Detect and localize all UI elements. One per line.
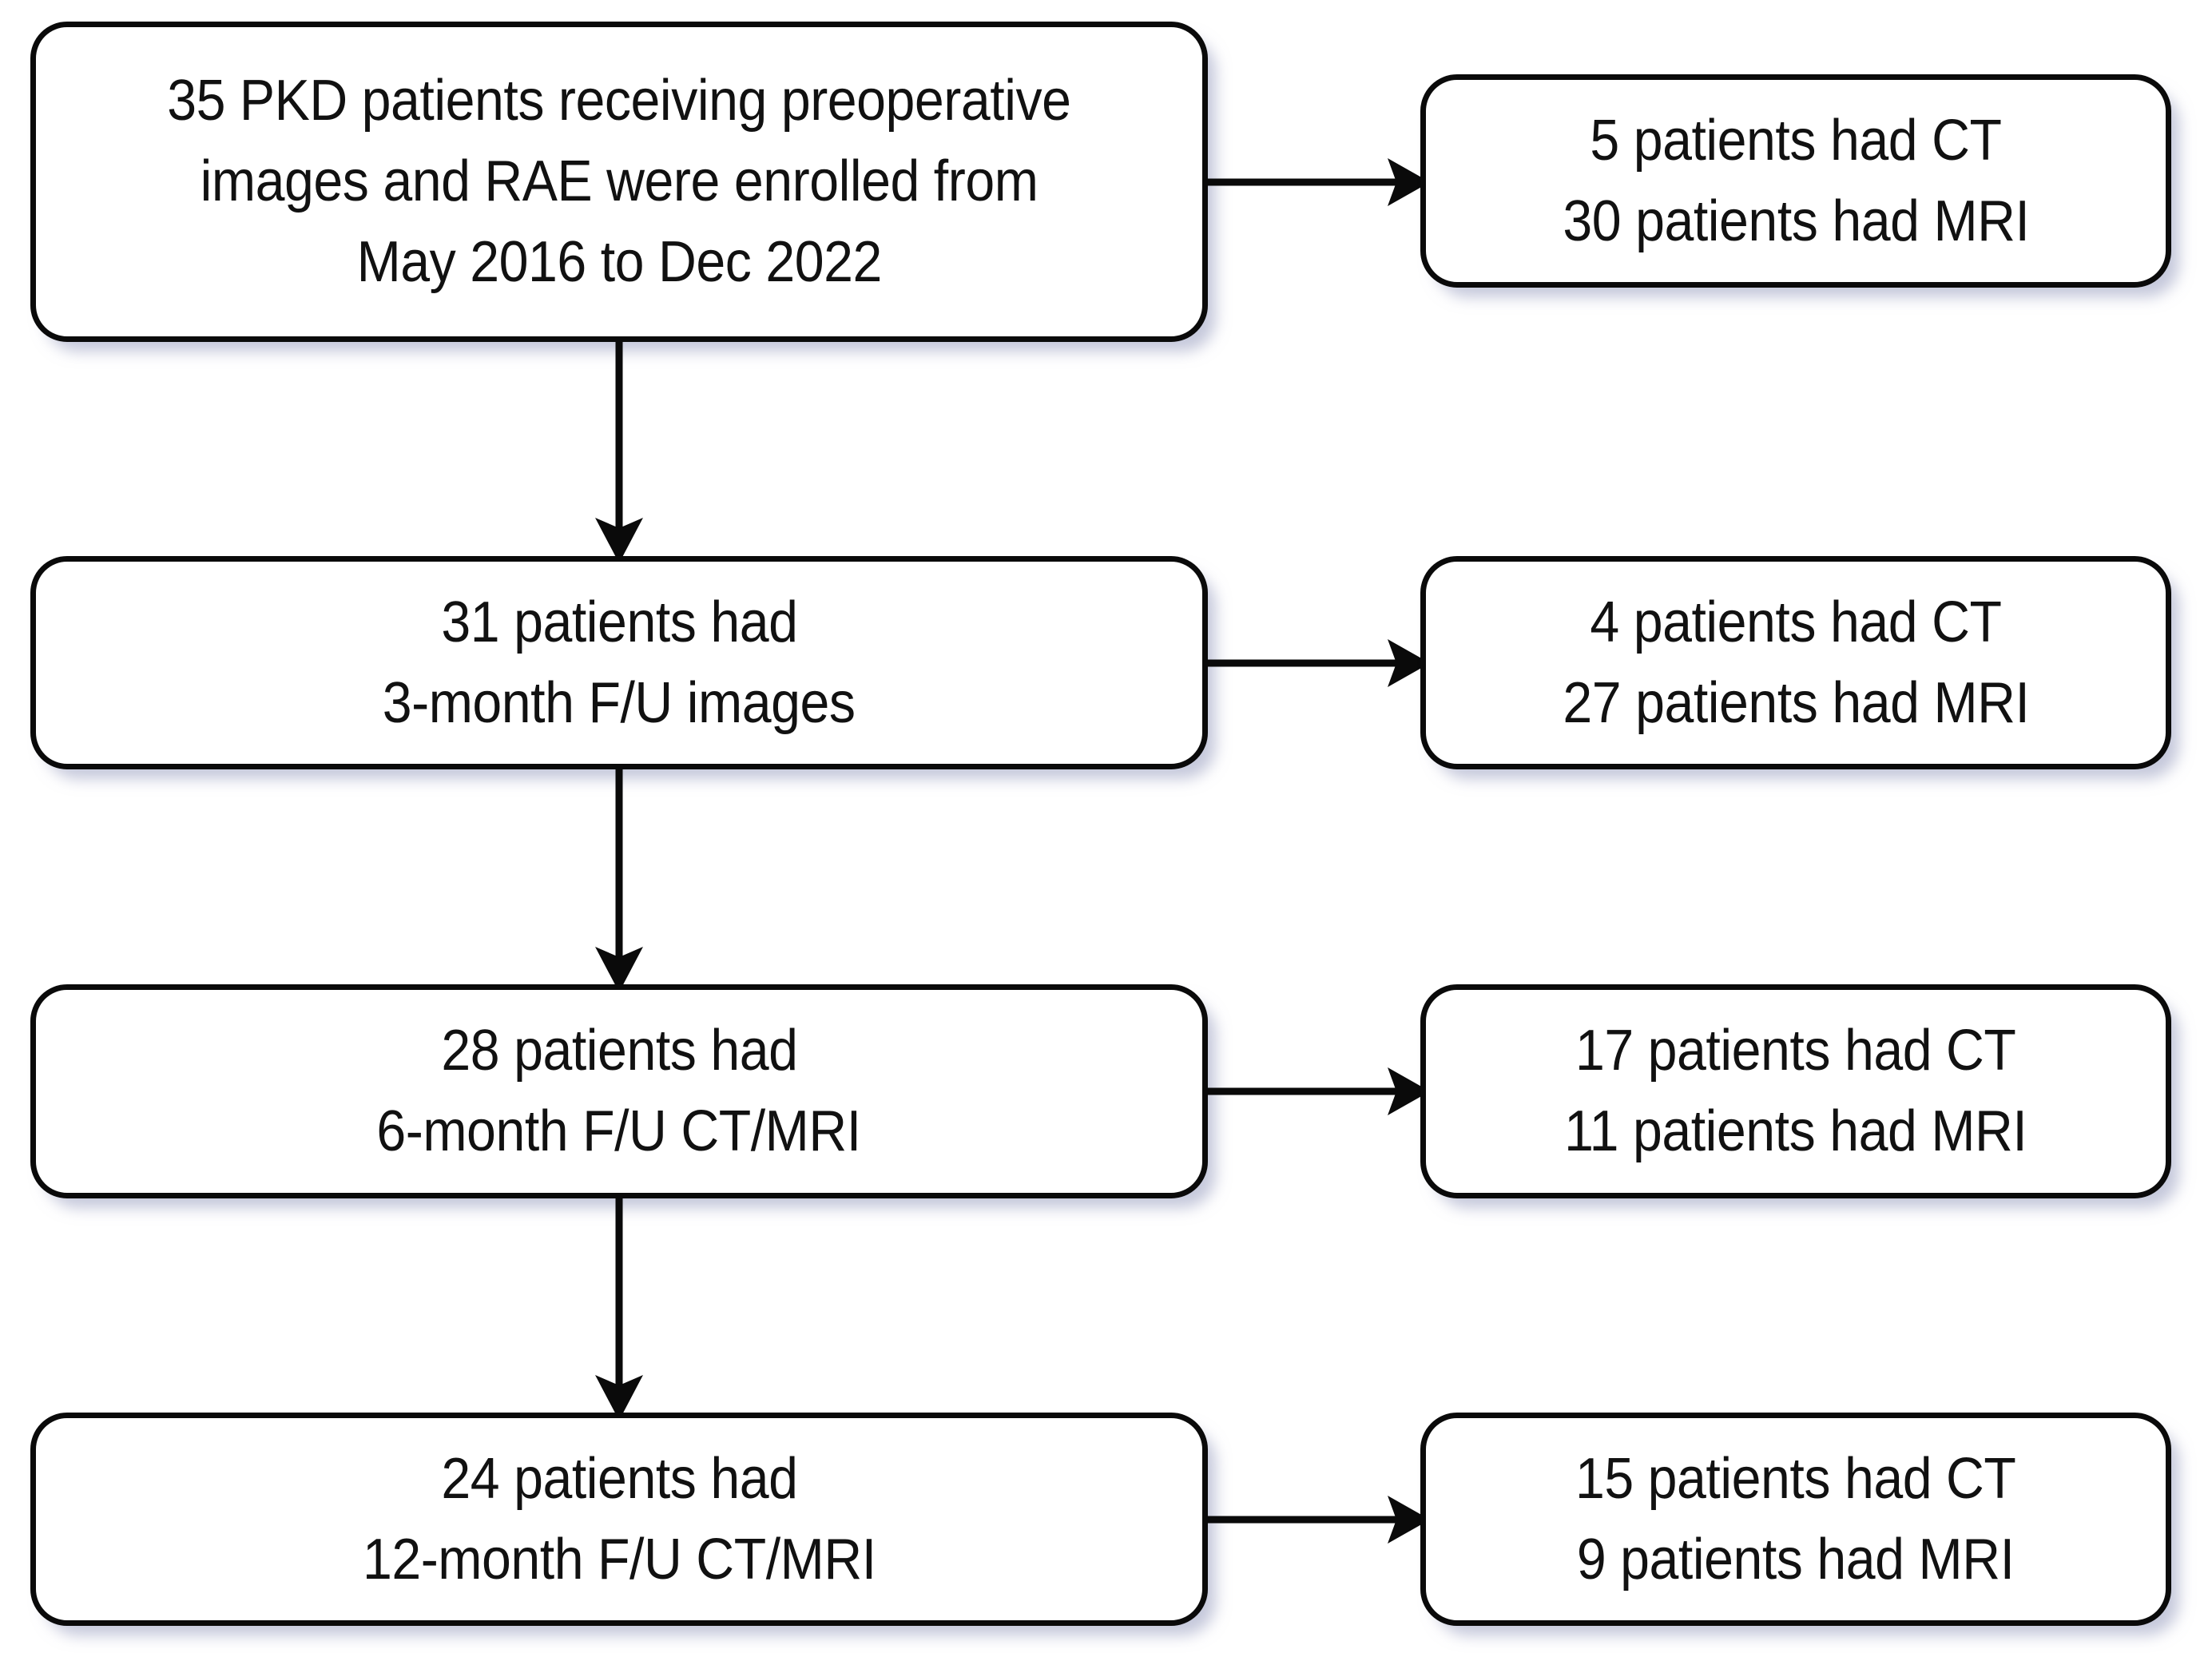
node-modality-3-month-line-1: 4 patients had CT [1590,590,2002,654]
node-followup-3-month[interactable]: 31 patients had 3-month F/U images [30,556,1208,769]
node-modality-baseline-line-1: 5 patients had CT [1590,108,2002,173]
node-followup-6-month[interactable]: 28 patients had 6-month F/U CT/MRI [30,984,1208,1198]
edge-3-month-to-modality [1207,639,1430,687]
node-modality-6-month-line-1: 17 patients had CT [1575,1019,2016,1083]
node-modality-12-month-line-2: 9 patients had MRI [1577,1527,2015,1592]
node-enrollment[interactable]: 35 PKD patients receiving preoperative i… [30,22,1208,342]
node-followup-3-month-line-2: 3-month F/U images [383,670,856,735]
node-followup-12-month[interactable]: 24 patients had 12-month F/U CT/MRI [30,1413,1208,1626]
node-modality-6-month-line-2: 11 patients had MRI [1564,1099,2027,1163]
edge-3-month-to-6-month [595,766,643,992]
node-modality-baseline[interactable]: 5 patients had CT 30 patients had MRI [1420,74,2171,288]
node-modality-12-month[interactable]: 15 patients had CT 9 patients had MRI [1420,1413,2171,1626]
node-modality-baseline-line-2: 30 patients had MRI [1562,189,2030,253]
node-followup-6-month-line-2: 6-month F/U CT/MRI [376,1099,862,1163]
node-followup-12-month-line-2: 12-month F/U CT/MRI [362,1527,876,1592]
edge-enrollment-to-3-month [595,339,643,563]
edge-6-month-to-12-month [595,1195,643,1421]
node-modality-6-month[interactable]: 17 patients had CT 11 patients had MRI [1420,984,2171,1198]
edge-6-month-to-modality [1207,1067,1430,1115]
node-followup-3-month-line-1: 31 patients had [440,590,798,654]
node-followup-12-month-line-1: 24 patients had [440,1446,798,1511]
node-enrollment-line-3: May 2016 to Dec 2022 [356,230,882,294]
node-enrollment-line-1: 35 PKD patients receiving preoperative [167,69,1071,133]
node-modality-3-month[interactable]: 4 patients had CT 27 patients had MRI [1420,556,2171,769]
node-followup-6-month-line-1: 28 patients had [440,1019,798,1083]
node-modality-12-month-line-1: 15 patients had CT [1575,1446,2016,1511]
node-enrollment-line-2: images and RAE were enrolled from [200,149,1038,213]
edge-enrollment-to-baseline-modality [1207,158,1430,206]
edge-12-month-to-modality [1207,1496,1430,1544]
node-modality-3-month-line-2: 27 patients had MRI [1562,670,2030,735]
